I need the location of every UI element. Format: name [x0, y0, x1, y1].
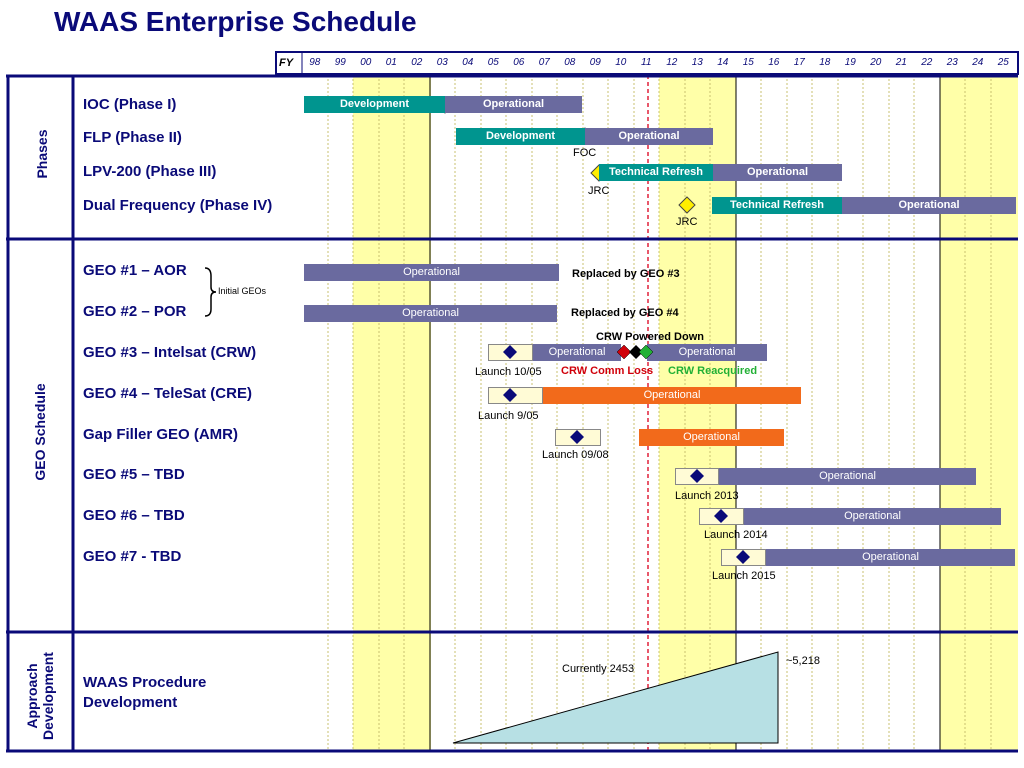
fy-year-24: 24 [972, 57, 984, 68]
replaced-geo3-note: Replaced by GEO #3 [572, 268, 680, 280]
year-gridlines [327, 75, 992, 750]
row-ioc: IOC (Phase I) [83, 96, 177, 113]
jrc-lpv-note: JRC [588, 185, 610, 197]
fy-year-25: 25 [997, 57, 1009, 68]
highlight-column-fy23-25 [940, 75, 1018, 750]
fy-year-00: 00 [360, 57, 372, 68]
geo7-operational-bar: Operational [766, 549, 1015, 566]
currently-count-note: Currently 2453 [562, 663, 635, 675]
launch-1005-note: Launch 10/05 [475, 366, 542, 378]
fy-year-06: 06 [513, 57, 525, 68]
row-gap-filler: Gap Filler GEO (AMR) [83, 426, 239, 443]
jrc-dual-milestone [678, 196, 696, 214]
geo7-prelaunch-bar [721, 549, 766, 566]
geo5-prelaunch-bar [675, 468, 719, 485]
highlight-column-fy12-14 [659, 75, 736, 750]
ioc-development-bar: Development [304, 96, 445, 113]
fy-year-16: 16 [768, 57, 780, 68]
fy-year-23: 23 [946, 57, 958, 68]
geo3-operational-bar-1: Operational [533, 344, 621, 361]
crw-powered-down-note: CRW Powered Down [596, 331, 704, 343]
fy-year-22: 22 [921, 57, 933, 68]
fy-year-01: 01 [385, 57, 397, 68]
gap-filler-operational-bar: Operational [639, 429, 784, 446]
highlight-column-fy00-02 [353, 75, 431, 750]
row-flp: FLP (Phase II) [83, 129, 182, 146]
lpv-technical-refresh-bar: Technical Refresh [599, 164, 713, 181]
row-geo4: GEO #4 – TeleSat (CRE) [83, 385, 252, 402]
fy-year-13: 13 [691, 57, 703, 68]
flp-development-bar: Development [456, 128, 585, 145]
launch-905-note: Launch 9/05 [478, 410, 539, 422]
jrc-dual-note: JRC [676, 216, 698, 228]
launch-2015-note: Launch 2015 [712, 570, 776, 582]
row-geo3: GEO #3 – Intelsat (CRW) [83, 344, 257, 361]
geo5-operational-bar: Operational [719, 468, 976, 485]
geo4-prelaunch-bar [488, 387, 543, 404]
ioc-operational-bar: Operational [445, 96, 582, 113]
fy-year-99: 99 [334, 57, 346, 68]
initial-geos-note: Initial GEOs [218, 286, 267, 296]
launch-2014-note: Launch 2014 [704, 529, 768, 541]
dual-operational-bar: Operational [842, 197, 1016, 214]
launch-0908-note: Launch 09/08 [542, 449, 609, 461]
lpv-operational-bar: Operational [713, 164, 842, 181]
fy-year-98: 98 [309, 57, 321, 68]
geo4-operational-bar: Operational [543, 387, 801, 404]
launch-2013-note: Launch 2013 [675, 490, 739, 502]
crw-comm-loss-note: CRW Comm Loss [561, 365, 654, 377]
fy-year-18: 18 [819, 57, 831, 68]
fy-year-04: 04 [462, 57, 474, 68]
fy-year-20: 20 [870, 57, 882, 68]
flp-operational-bar: Operational [585, 128, 713, 145]
row-geo1: GEO #1 – AOR [83, 262, 187, 279]
fy-year-07: 07 [538, 57, 550, 68]
fy-year-10: 10 [615, 57, 627, 68]
fy-year-02: 02 [411, 57, 423, 68]
row-waas-procedure: WAAS Procedure Development [83, 674, 207, 711]
geo3-operational-bar-2: Operational [647, 344, 767, 361]
page-title: WAAS Enterprise Schedule [54, 6, 417, 37]
crw-reacquired-note: CRW Reacquired [668, 365, 758, 377]
fy-year-21: 21 [895, 57, 907, 68]
fy-year-08: 08 [564, 57, 576, 68]
row-lpv: LPV-200 (Phase III) [83, 163, 217, 180]
fy-year-14: 14 [717, 57, 729, 68]
section-approach-label: Approach Development [24, 652, 56, 740]
dual-technical-refresh-bar: Technical Refresh [712, 197, 842, 214]
fy-year-19: 19 [844, 57, 856, 68]
gap-filler-prelaunch-bar [555, 429, 601, 446]
fy-year-15: 15 [742, 57, 754, 68]
fy-year-11: 11 [641, 57, 652, 68]
row-geo6: GEO #6 – TBD [83, 507, 185, 524]
fy-year-12: 12 [666, 57, 678, 68]
fy-year-03: 03 [436, 57, 448, 68]
geo2-operational-bar: Operational [304, 305, 557, 322]
geo3-prelaunch-bar [488, 344, 533, 361]
replaced-geo4-note: Replaced by GEO #4 [571, 307, 679, 319]
section-frames [6, 74, 1018, 753]
fy-year-09: 09 [589, 57, 601, 68]
procedure-growth-wedge [452, 651, 779, 744]
row-geo5: GEO #5 – TBD [83, 466, 185, 483]
foc-note: FOC [573, 147, 597, 159]
section-geo-label: GEO Schedule [32, 383, 48, 481]
initial-geos-brace [204, 267, 217, 317]
fy-header-box [275, 51, 1019, 75]
geo1-operational-bar: Operational [304, 264, 559, 281]
row-dual-frequency: Dual Frequency (Phase IV) [83, 197, 273, 214]
fy-year-05: 05 [487, 57, 499, 68]
geo6-operational-bar: Operational [744, 508, 1001, 525]
geo6-prelaunch-bar [699, 508, 744, 525]
fy-year-17: 17 [793, 57, 805, 68]
row-geo2: GEO #2 – POR [83, 303, 187, 320]
section-phases-label: Phases [34, 129, 50, 179]
highlight-boundaries [429, 75, 941, 750]
target-count-note: ~5,218 [786, 655, 820, 667]
row-geo7: GEO #7 - TBD [83, 548, 182, 565]
fy-label: FY [278, 57, 294, 69]
